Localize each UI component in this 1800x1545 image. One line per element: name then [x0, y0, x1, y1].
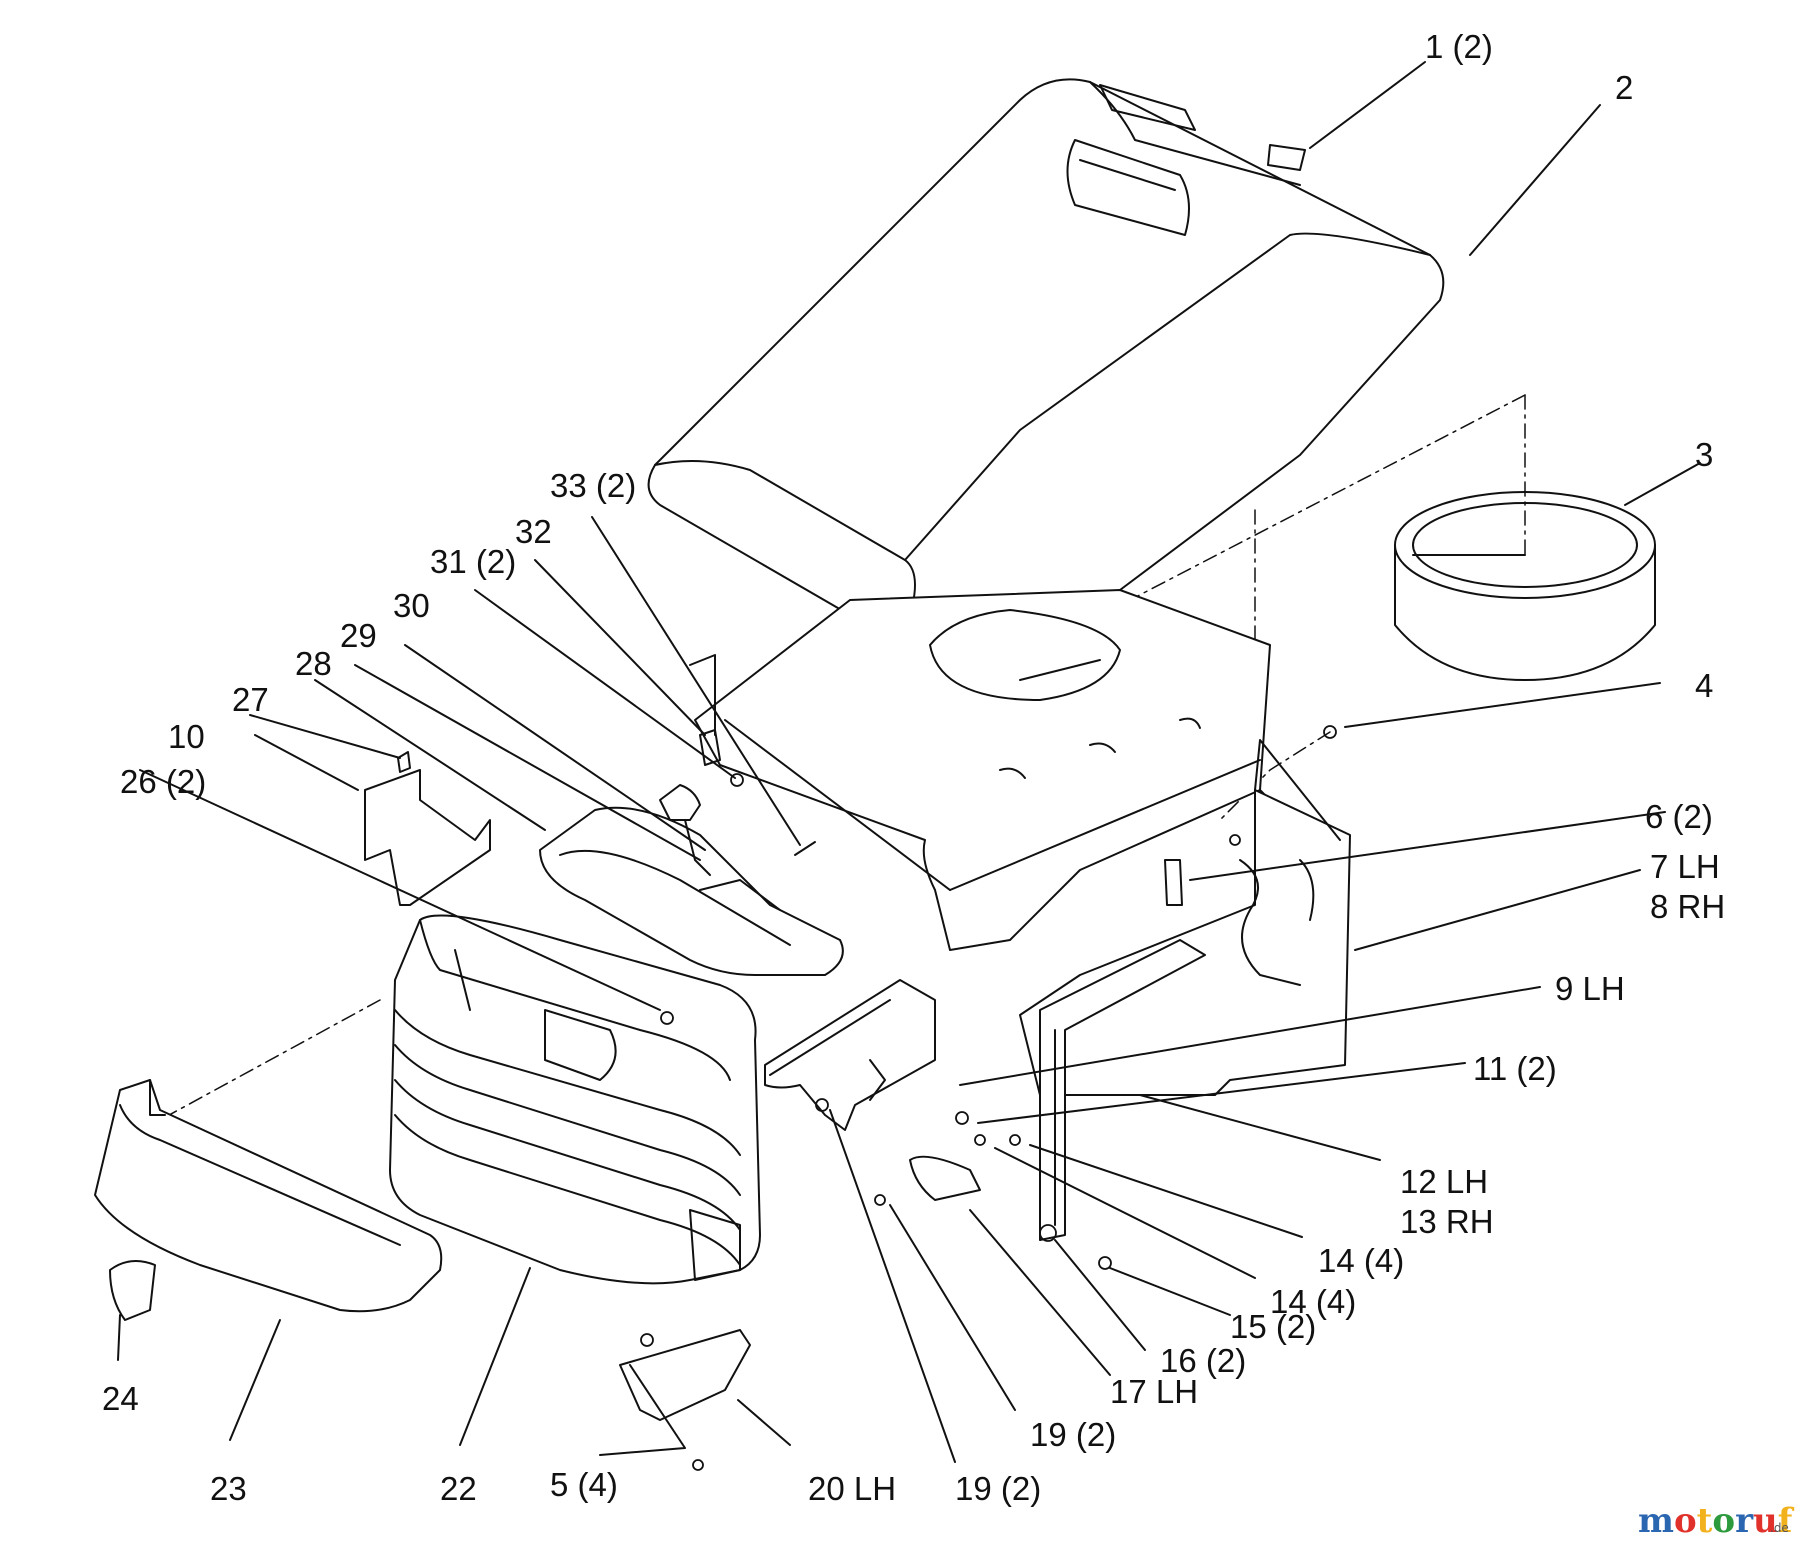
grille [389, 914, 761, 1285]
label-part-4: 4 [1695, 667, 1713, 704]
label-part-5: 5 (4) [550, 1466, 618, 1503]
label-part-14-b: 14 (4) [1270, 1283, 1356, 1320]
label-part-12: 12 LH [1400, 1163, 1488, 1200]
label-part-16: 16 (2) [1160, 1342, 1246, 1379]
callout-labels: 1 (2) 2 3 4 6 (2) 7 LH 8 RH 9 LH 11 (2) … [102, 28, 1725, 1507]
label-part-33: 33 (2) [550, 467, 636, 504]
label-part-32: 32 [515, 513, 552, 550]
hood [647, 78, 1445, 631]
bracket-10 [364, 769, 491, 906]
watermark-logo: motoruf .de [1638, 1501, 1795, 1541]
watermark-letter: r [1735, 1501, 1754, 1541]
label-part-14-a: 14 (4) [1318, 1242, 1404, 1279]
fasteners [640, 725, 1337, 1471]
label-part-17: 17 LH [1110, 1373, 1198, 1410]
watermark-suffix: .de [1770, 1521, 1789, 1535]
label-part-1: 1 (2) [1425, 28, 1493, 65]
watermark-letter: o [1674, 1501, 1697, 1541]
switch-assembly [659, 654, 816, 876]
watermark-letter: m [1638, 1501, 1674, 1541]
bracket-17 [909, 1155, 981, 1201]
hood-pad [1267, 144, 1306, 171]
emblem [109, 1260, 156, 1321]
label-part-9: 9 LH [1555, 970, 1625, 1007]
label-part-20: 20 LH [808, 1470, 896, 1507]
label-part-23: 23 [210, 1470, 247, 1507]
label-part-10: 10 [168, 718, 205, 755]
watermark-letter: u [1753, 1501, 1778, 1541]
label-part-31: 31 (2) [430, 543, 516, 580]
label-part-19-b: 19 (2) [955, 1470, 1041, 1507]
side-bracket [1039, 939, 1206, 1241]
svg-text:motoruf: motoruf [1638, 1501, 1795, 1541]
watermark-letter: o [1712, 1501, 1735, 1541]
label-part-7: 7 LH [1650, 848, 1720, 885]
front-bumper [94, 1079, 443, 1313]
label-part-13: 13 RH [1400, 1203, 1494, 1240]
label-part-28: 28 [295, 645, 332, 682]
label-part-15: 15 (2) [1230, 1308, 1316, 1345]
label-part-2: 2 [1615, 69, 1633, 106]
mount-bracket [764, 979, 936, 1131]
clip-27 [397, 751, 411, 773]
leader-lines [117, 61, 1701, 1463]
dash-panel [694, 589, 1291, 951]
watermark-letter: t [1697, 1501, 1713, 1541]
label-part-22: 22 [440, 1470, 477, 1507]
label-part-27: 27 [232, 681, 269, 718]
label-part-19-a: 19 (2) [1030, 1416, 1116, 1453]
bracket-20 [619, 1329, 751, 1421]
watermark-letter: f [1778, 1501, 1795, 1541]
label-part-30: 30 [393, 587, 430, 624]
label-part-11: 11 (2) [1473, 1050, 1557, 1087]
label-part-6: 6 (2) [1645, 798, 1713, 835]
label-part-3: 3 [1695, 436, 1713, 473]
label-part-29: 29 [340, 617, 377, 654]
label-part-26: 26 (2) [120, 763, 206, 800]
label-part-24: 24 [102, 1380, 139, 1417]
label-part-8: 8 RH [1650, 888, 1725, 925]
bracket-6 [1164, 859, 1183, 906]
